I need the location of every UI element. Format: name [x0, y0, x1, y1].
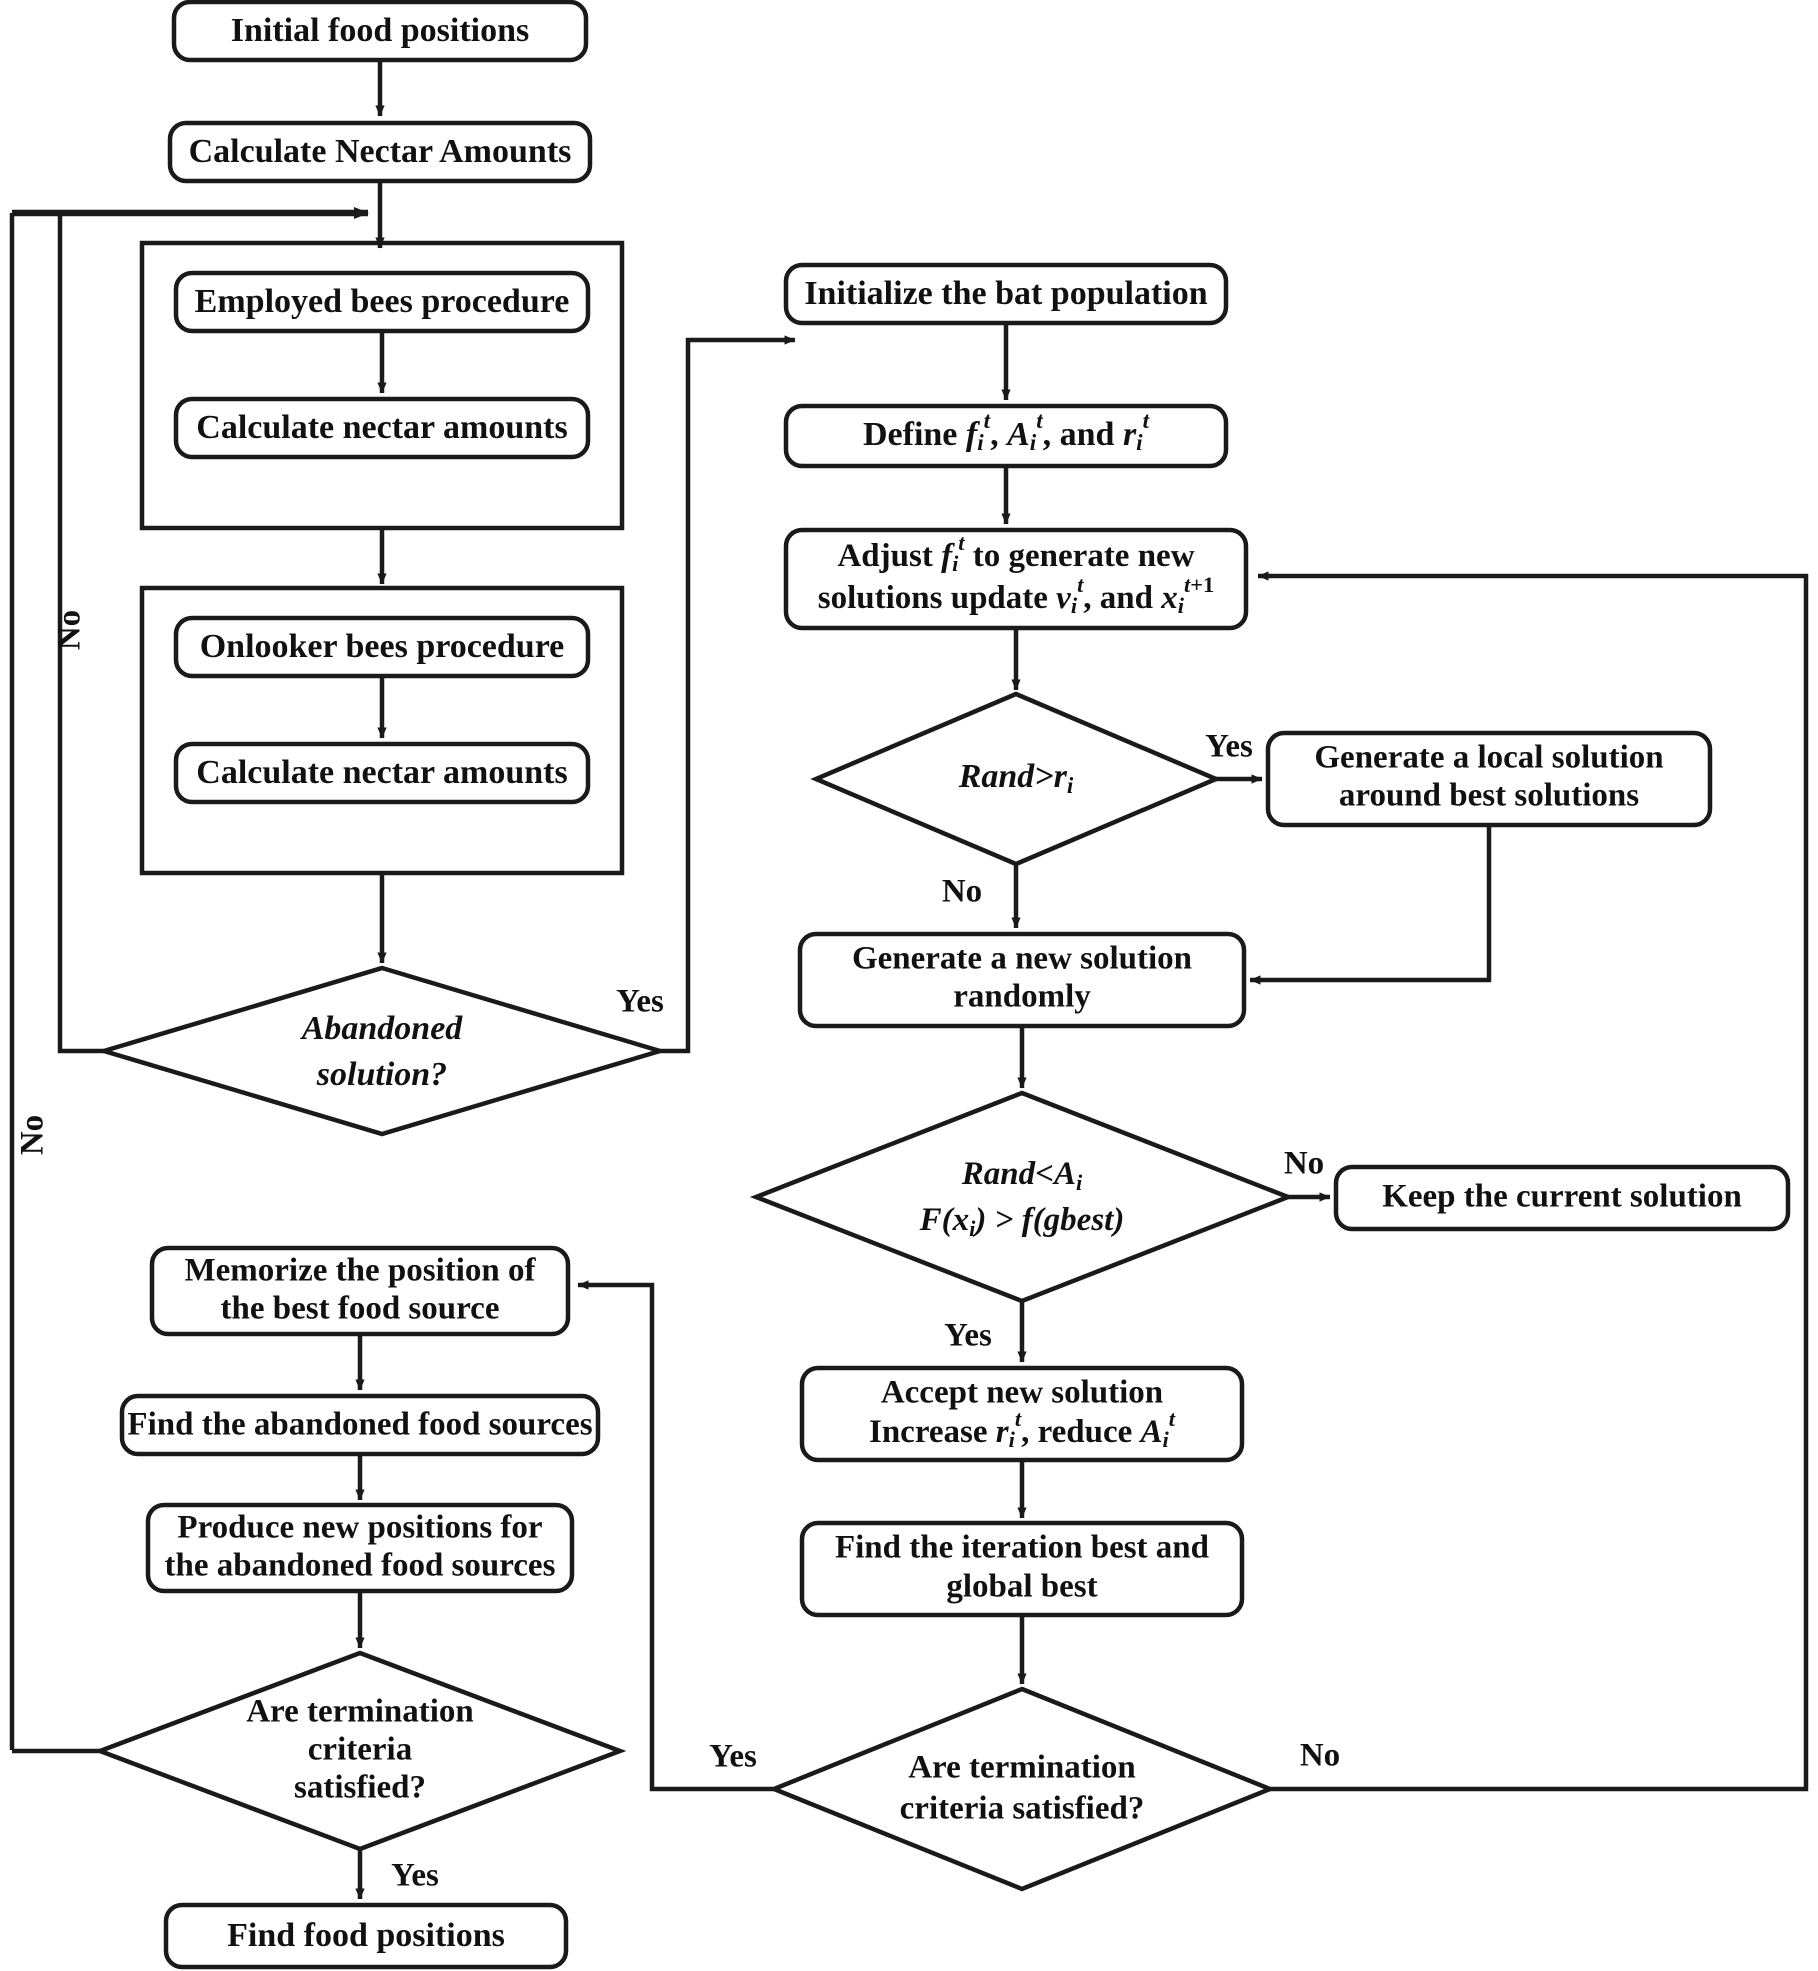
abandoned-solution-label-2: solution?: [316, 1056, 447, 1093]
node-generate-local-solution[interactable]: Generate a local solution around best so…: [1265, 730, 1713, 828]
calculate-nectar-1-label: Calculate nectar amounts: [196, 409, 567, 446]
calculate-nectar-top-label: Calculate Nectar Amounts: [189, 133, 572, 170]
termination-right-label-1: Are termination: [908, 1750, 1136, 1786]
keep-current-solution-box[interactable]: [1333, 1164, 1791, 1232]
accept-new-label-2: Increase rit, reduce Ait: [869, 1406, 1176, 1452]
edge-label-termination-left-no: No: [15, 1115, 51, 1155]
node-find-iteration-global-best[interactable]: Find the iteration best and global best: [799, 1520, 1245, 1618]
node-onlooker-bees-procedure[interactable]: Onlooker bees procedure: [173, 615, 591, 679]
rand-lt-a-label-2: F(xi) > f(gbest): [919, 1202, 1125, 1242]
find-best-label-2: global best: [946, 1569, 1097, 1605]
produce-label-1: Produce new positions for: [177, 1510, 542, 1546]
edge-termination-right-no: [1257, 571, 1809, 1792]
termination-right-diamond[interactable]: [767, 1686, 1277, 1892]
termination-left-label-2: criteria: [308, 1732, 412, 1768]
accept-new-label-1: Accept new solution: [881, 1375, 1163, 1411]
node-keep-current-solution[interactable]: Keep the current solution: [1333, 1164, 1791, 1232]
node-adjust-frequency[interactable]: Adjust fit to generate new solutions upd…: [783, 527, 1249, 631]
find-food-positions-box[interactable]: [163, 1902, 569, 1970]
termination-right-label-2: criteria satisfied?: [900, 1791, 1145, 1827]
node-rand-gt-r-decision[interactable]: Rand>ri: [810, 691, 1222, 867]
adjust-frequency-label-2: solutions update vit, and xit+1: [818, 572, 1215, 618]
node-employed-bees-procedure[interactable]: Employed bees procedure: [173, 270, 591, 334]
node-abandoned-solution-decision[interactable]: Abandoned solution?: [96, 965, 668, 1137]
edge-label-termination-right-yes: Yes: [709, 1739, 757, 1775]
employed-bees-label: Employed bees procedure: [195, 283, 570, 320]
rand-lt-a-label-1: Rand<Ai: [961, 1156, 1083, 1196]
abandoned-solution-label-1: Abandoned: [300, 1010, 464, 1047]
node-find-food-positions[interactable]: Find food positions: [163, 1902, 569, 1970]
calculate-nectar-2-box[interactable]: [173, 741, 591, 805]
node-initial-food-positions[interactable]: Initial food positions: [171, 0, 589, 63]
node-rand-lt-a-decision[interactable]: Rand<Ai F(xi) > f(gbest): [749, 1090, 1295, 1304]
find-abandoned-label: Find the abandoned food sources: [127, 1407, 592, 1443]
node-termination-criteria-right[interactable]: Are termination criteria satisfied?: [767, 1686, 1277, 1892]
abandoned-solution-diamond[interactable]: [96, 965, 668, 1137]
node-calculate-nectar-amounts-employed[interactable]: Calculate nectar amounts: [173, 396, 591, 460]
memorize-label-2: the best food source: [221, 1291, 500, 1327]
edge-label-randlta-yes: Yes: [944, 1318, 992, 1354]
calculate-nectar-2-label: Calculate nectar amounts: [196, 754, 567, 791]
node-produce-new-positions[interactable]: Produce new positions for the abandoned …: [145, 1502, 575, 1594]
edge-label-termination-left-yes: Yes: [391, 1858, 439, 1894]
edge-label-termination-right-no: No: [1300, 1738, 1340, 1774]
generate-local-label-1: Generate a local solution: [1314, 740, 1663, 776]
edge-label-randgtr-no: No: [942, 874, 982, 910]
onlooker-bees-label: Onlooker bees procedure: [200, 628, 565, 665]
node-generate-new-solution-randomly[interactable]: Generate a new solution randomly: [797, 931, 1247, 1029]
node-define-parameters[interactable]: Define fit, Ait, and rit: [783, 403, 1229, 469]
initial-food-positions-label: Initial food positions: [231, 12, 530, 49]
termination-left-label-3: satisfied?: [294, 1770, 426, 1806]
initialize-bat-label: Initialize the bat population: [804, 275, 1207, 312]
edge-abandoned-yes: [660, 335, 796, 1054]
node-termination-criteria-left[interactable]: Are termination criteria satisfied?: [93, 1650, 627, 1852]
edge-label-randlta-no: No: [1284, 1146, 1324, 1182]
generate-random-label-1: Generate a new solution: [852, 941, 1192, 977]
node-calculate-nectar-amounts-onlooker[interactable]: Calculate nectar amounts: [173, 741, 591, 805]
node-accept-new-solution[interactable]: Accept new solution Increase rit, reduce…: [799, 1365, 1245, 1463]
edge-abandoned-no: [57, 213, 104, 1054]
edge-termination-right-yes: [577, 1280, 774, 1792]
produce-label-2: the abandoned food sources: [165, 1548, 556, 1584]
edge-local-to-generate-random: [1249, 825, 1492, 985]
rand-gt-r-label: Rand>ri: [958, 758, 1074, 800]
calculate-nectar-1-box[interactable]: [173, 396, 591, 460]
node-calculate-nectar-amounts-top[interactable]: Calculate Nectar Amounts: [167, 120, 593, 184]
adjust-frequency-label-1: Adjust fit to generate new: [837, 530, 1194, 576]
node-initialize-bat-population[interactable]: Initialize the bat population: [783, 262, 1229, 326]
node-memorize-best-food-source[interactable]: Memorize the position of the best food s…: [149, 1245, 571, 1337]
edge-label-abandoned-no: No: [52, 610, 88, 650]
termination-left-label-1: Are termination: [246, 1694, 474, 1730]
edge-label-abandoned-yes: Yes: [616, 984, 664, 1020]
define-parameters-label: Define fit, Ait, and rit: [863, 408, 1150, 456]
keep-current-solution-label: Keep the current solution: [1382, 1179, 1742, 1215]
generate-random-label-2: randomly: [953, 979, 1091, 1015]
find-food-positions-label: Find food positions: [227, 1917, 505, 1954]
memorize-label-1: Memorize the position of: [185, 1253, 537, 1289]
find-best-label-1: Find the iteration best and: [835, 1530, 1209, 1566]
generate-local-label-2: around best solutions: [1339, 778, 1639, 814]
edge-label-randgtr-yes: Yes: [1205, 729, 1253, 765]
rand-lt-a-diamond[interactable]: [749, 1090, 1295, 1304]
node-find-abandoned-food-sources[interactable]: Find the abandoned food sources: [119, 1393, 601, 1457]
